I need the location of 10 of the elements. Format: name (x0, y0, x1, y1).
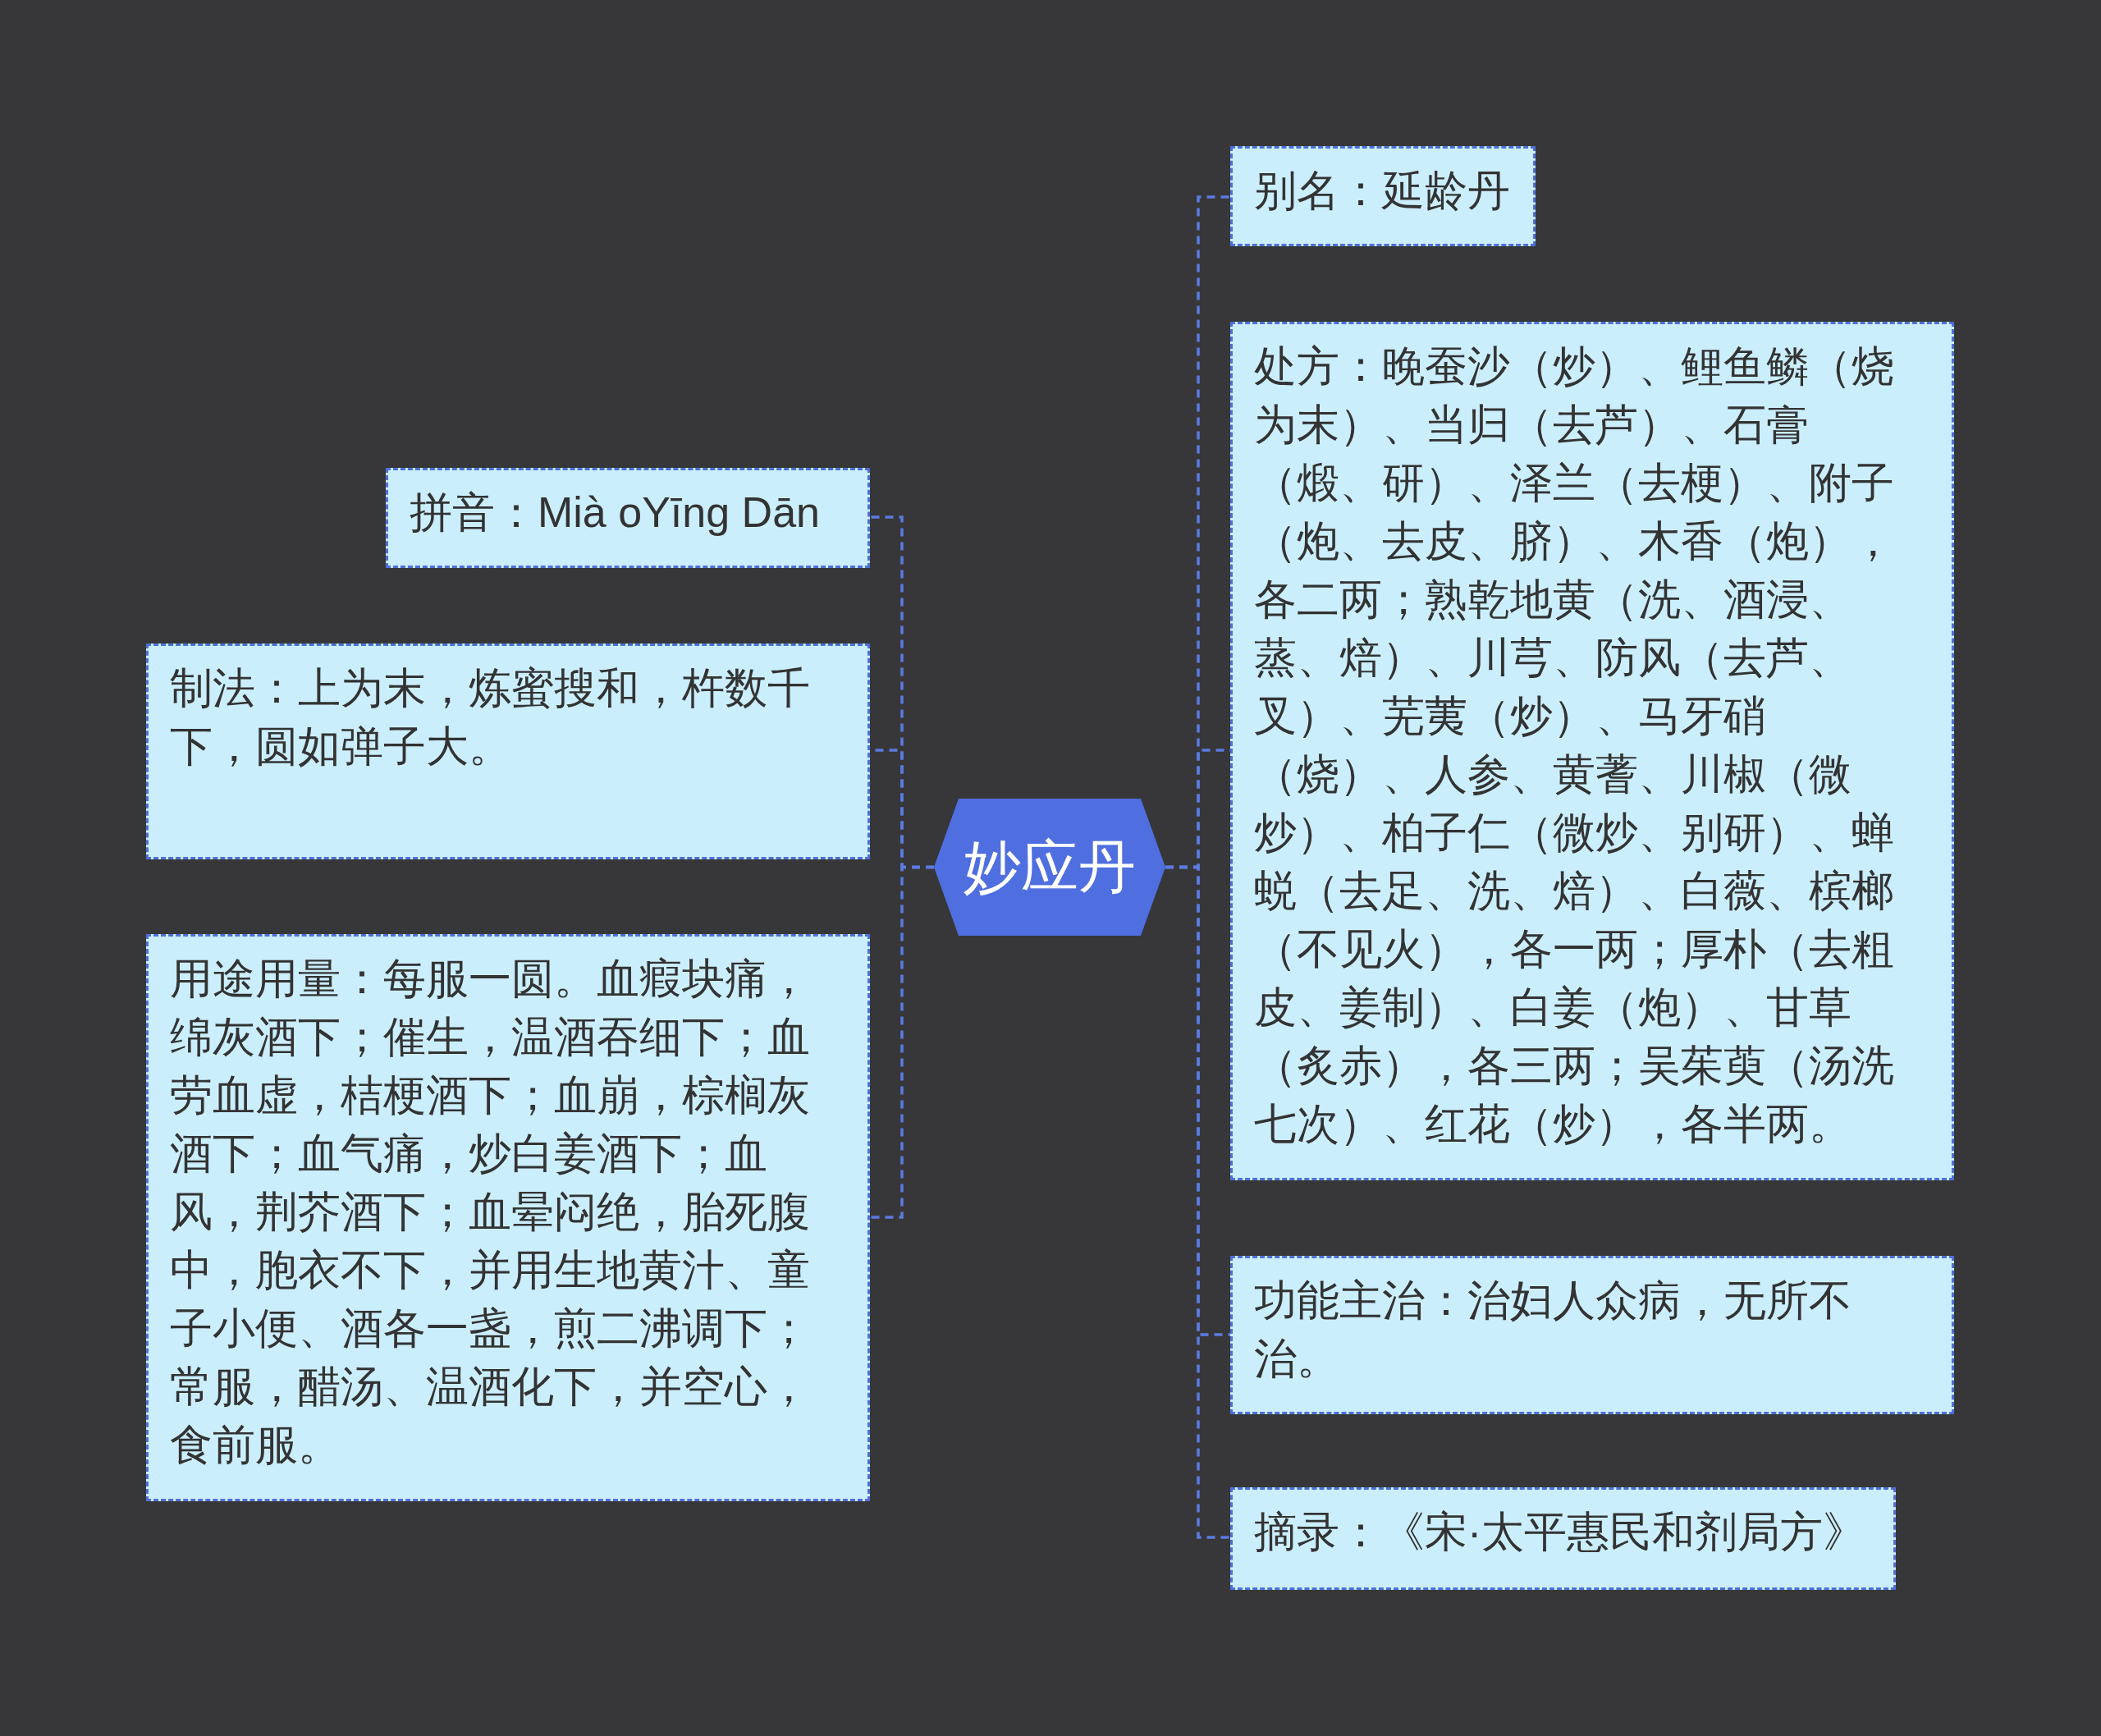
topic-box: 制法：上为末，炼蜜搜和，杵数千下，圆如弹子大。 (146, 644, 870, 859)
topic-box: 拼音：Mià oYīng Dān (386, 468, 870, 568)
topic-box: 处方：晚蚕沙（炒）、鲤鱼鳞（烧为末）、当归（去芦）、石膏（煅、研）、泽兰（去梗）、附子（炮、去皮、脐）、木香（炮），各二两；熟乾地黄（洗、酒浸、蒸、焙）、川芎、防风（去芦、叉）、芜荑（炒）、马牙硝（烧）、人参、黄蓍、川椒（微炒）、柏子仁（微炒、别研）、蝉蜕（去足、洗、焙）、白薇、槟榔（不见火），各一两；厚朴（去粗皮、姜制）、白姜（炮）、甘草（炙赤），各三两；吴茱萸（汤洗七次）、红花（炒），各半两。 (1230, 322, 1954, 1180)
topic-hexagon: 妙应丹 (934, 799, 1165, 936)
topic-box: 功能主治：治妇人众病，无所不治。 (1230, 1256, 1954, 1414)
topic-box: 用途用量：每服一圆。血瘕块痛，绵灰酒下；催生，温酒吞细下；血劳血虚，桔梗酒下；血崩，棕榈灰酒下；血气痛，炒白姜酒下；血风，荆芥酒下；血晕闷绝，胎死腹中，胞衣不下，并用生地黄汁、童子小便、酒各一盏，煎二沸调下；常服，醋汤、温酒化下，并空心，食前服。 (146, 934, 870, 1501)
connector-line (870, 865, 934, 1219)
topic-box: 摘录：《宋·太平惠民和剂局方》 (1230, 1487, 1896, 1590)
connector-line (1165, 865, 1230, 1539)
topic-box: 别名：延龄丹 (1230, 146, 1536, 246)
